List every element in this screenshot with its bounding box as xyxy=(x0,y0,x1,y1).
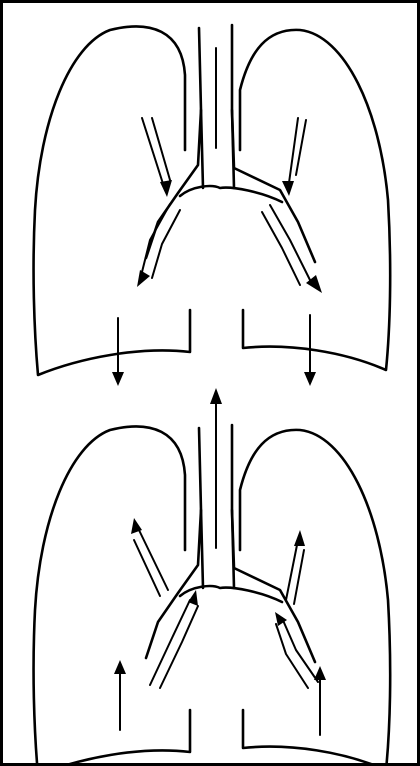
lungs-expiration xyxy=(34,388,391,766)
left-bronchus-airflow-in-arrow xyxy=(137,204,180,287)
right-bronchus-airflow-out-arrow xyxy=(275,612,318,688)
right-diaphragm-up-arrow xyxy=(314,666,326,735)
left-upper-branch-arrow xyxy=(142,118,172,197)
right-upper-branch-up-arrow xyxy=(286,530,305,604)
trachea-airflow-out-arrow xyxy=(210,388,222,502)
left-diaphragm-up-arrow xyxy=(114,660,126,730)
left-upper-branch-up-arrow xyxy=(131,518,168,596)
right-bronchus-airflow-in-arrow xyxy=(262,205,322,293)
lungs-inspiration xyxy=(34,25,391,386)
left-bronchus-airflow-out-arrow xyxy=(150,590,198,688)
right-upper-branch-arrow xyxy=(282,118,306,196)
